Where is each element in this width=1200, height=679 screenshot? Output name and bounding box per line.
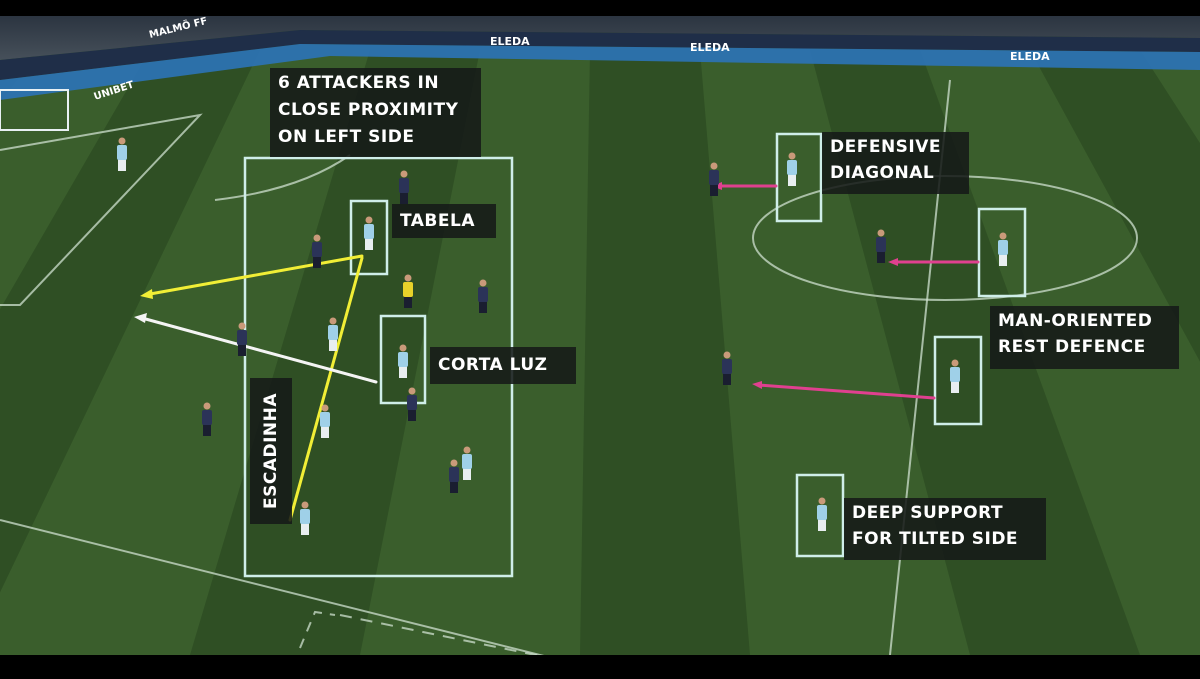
away-player-figure	[709, 162, 719, 196]
rest-arrow-head-1	[888, 258, 898, 266]
top-letterbox-bar	[0, 0, 1200, 16]
ad-board-text-3: ELEDA	[1010, 50, 1050, 63]
referee-figure	[403, 274, 413, 308]
corta-luz-arrow-head	[134, 313, 147, 323]
home-player-figure	[950, 359, 960, 393]
away-player-figure	[407, 387, 417, 421]
dashed-zone-line	[299, 610, 336, 649]
home-player-figure	[300, 501, 310, 535]
players	[117, 137, 1008, 535]
corta-luz-run-arrow	[140, 316, 378, 384]
tabela-pass-arrow	[148, 254, 364, 296]
defensive-diagonal-callout: DEFENSIVE DIAGONAL	[822, 132, 969, 194]
callout-line: CLOSE PROXIMITY	[278, 100, 459, 120]
crowd-stands	[0, 15, 1200, 60]
away-player-figure	[876, 229, 886, 263]
ad-board-text-2: ELEDA	[690, 41, 730, 54]
goal-frame	[0, 89, 69, 131]
away-player-figure	[312, 234, 322, 268]
callout-line: 6 ATTACKERS IN	[278, 73, 440, 93]
callout-line: CORTA LUZ	[438, 355, 548, 375]
callout-line: DEEP SUPPORT	[852, 503, 1004, 523]
penalty-box-line	[0, 113, 203, 306]
escadinha-pass-arrow	[288, 256, 364, 522]
callout-line: REST DEFENCE	[998, 337, 1146, 357]
callout-line: TABELA	[400, 211, 475, 231]
home-player-figure	[462, 446, 472, 480]
home-player-figure	[117, 137, 127, 171]
penalty-arc	[214, 154, 351, 201]
deep-support-callout: DEEP SUPPORT FOR TILTED SIDE	[844, 498, 1046, 560]
home-player-figure	[817, 497, 827, 531]
callout-line: ON LEFT SIDE	[278, 127, 415, 147]
tabela-arrow-head	[140, 289, 153, 299]
attackers-proximity-callout: 6 ATTACKERS IN CLOSE PROXIMITY ON LEFT S…	[270, 68, 481, 157]
callout-line: DEFENSIVE	[830, 137, 942, 157]
away-player-figure	[449, 459, 459, 493]
home-player-figure	[398, 344, 408, 378]
callout-line: FOR TILTED SIDE	[852, 529, 1019, 549]
away-player-figure	[478, 279, 488, 313]
escadinha-callout: ESCADINHA	[250, 378, 292, 524]
touchline	[0, 519, 561, 661]
away-player-figure	[399, 170, 409, 204]
tabela-callout: TABELA	[392, 204, 496, 238]
man-oriented-callout: MAN-ORIENTED REST DEFENCE	[990, 306, 1179, 369]
rest-defence-player-box-2	[933, 335, 983, 426]
tabela-player-box	[349, 199, 389, 276]
callout-line: ESCADINHA	[261, 392, 281, 510]
home-player-figure	[320, 404, 330, 438]
home-player-figure	[364, 216, 374, 250]
corta-luz-callout: CORTA LUZ	[430, 347, 576, 384]
home-player-figure	[328, 317, 338, 351]
rest-arrow-head-2	[752, 381, 762, 389]
pass-arrows	[140, 184, 980, 522]
corta-luz-player-box	[379, 314, 427, 405]
advertising-boards-blue	[0, 44, 1200, 100]
bottom-letterbox-bar	[0, 655, 1200, 675]
advertising-boards	[0, 30, 1200, 80]
ad-board-text-1: ELEDA	[490, 35, 530, 48]
rest-defence-player-box-1	[977, 207, 1027, 298]
home-player-figure	[998, 232, 1008, 266]
away-player-figure	[237, 322, 247, 356]
callout-line: MAN-ORIENTED	[998, 311, 1153, 331]
deep-support-player-box	[795, 473, 845, 558]
home-player-figure	[787, 152, 797, 186]
away-player-figure	[722, 351, 732, 385]
dashed-zone-line-2	[339, 614, 561, 661]
callout-line: DIAGONAL	[830, 163, 935, 183]
away-player-figure	[202, 402, 212, 436]
rest-defence-arrow-2	[756, 383, 936, 400]
defensive-diagonal-player-box	[775, 132, 823, 223]
